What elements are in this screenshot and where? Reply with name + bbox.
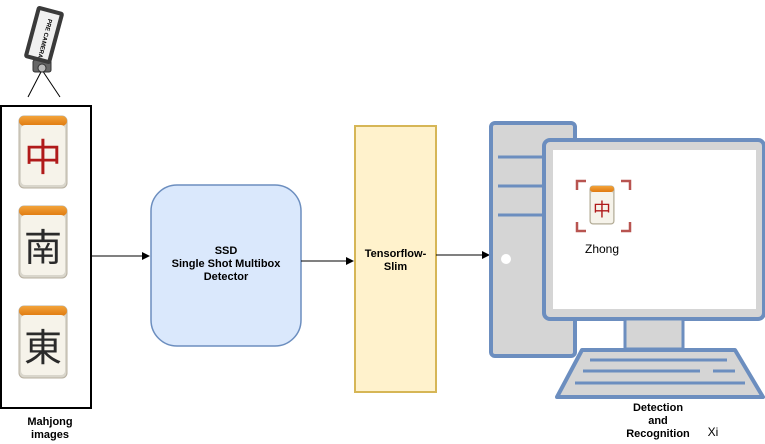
mahjong-tile-dong: 東 [18, 305, 68, 379]
mahjong-tiles: 中南東 [18, 115, 68, 379]
tensorflow-slim-box [354, 125, 437, 393]
mahjong-tile-nan: 南 [18, 205, 68, 279]
tile-glyph: 東 [24, 326, 62, 370]
tile-glyph: 南 [24, 226, 62, 270]
computer-icon [489, 121, 765, 399]
slim-line1: Tensorflow- [364, 248, 427, 260]
slim-label: Tensorflow- Slim [352, 248, 439, 274]
slim-line2: Slim [383, 261, 408, 273]
ssd-label: SSD Single Shot Multibox Detector [151, 245, 301, 284]
input-label: Mahjong images [0, 416, 100, 442]
input-label-line2: images [31, 429, 69, 441]
tile-glyph: 中 [24, 136, 62, 180]
detected-label: Zhong [584, 242, 620, 256]
output-label-line2: and [648, 415, 668, 427]
detected-tile-icon: 中 [589, 185, 615, 225]
svg-text:中: 中 [593, 200, 611, 221]
monitor-screen [553, 150, 756, 309]
xi-label: Xi [707, 425, 719, 439]
input-label-line1: Mahjong [27, 416, 73, 428]
mahjong-tile-zhong: 中 [18, 115, 68, 189]
detection-box [575, 179, 632, 233]
output-label: Detection and Recognition [612, 402, 704, 441]
output-label-line1: Detection [632, 402, 684, 414]
camera-icon: PRE CAMERA [24, 5, 64, 98]
output-label-line3: Recognition [626, 428, 690, 440]
ssd-box [150, 184, 302, 347]
ssd-title: SSD [214, 245, 238, 257]
ssd-line2: Single Shot Multibox [171, 258, 281, 270]
ssd-line3: Detector [203, 271, 249, 283]
